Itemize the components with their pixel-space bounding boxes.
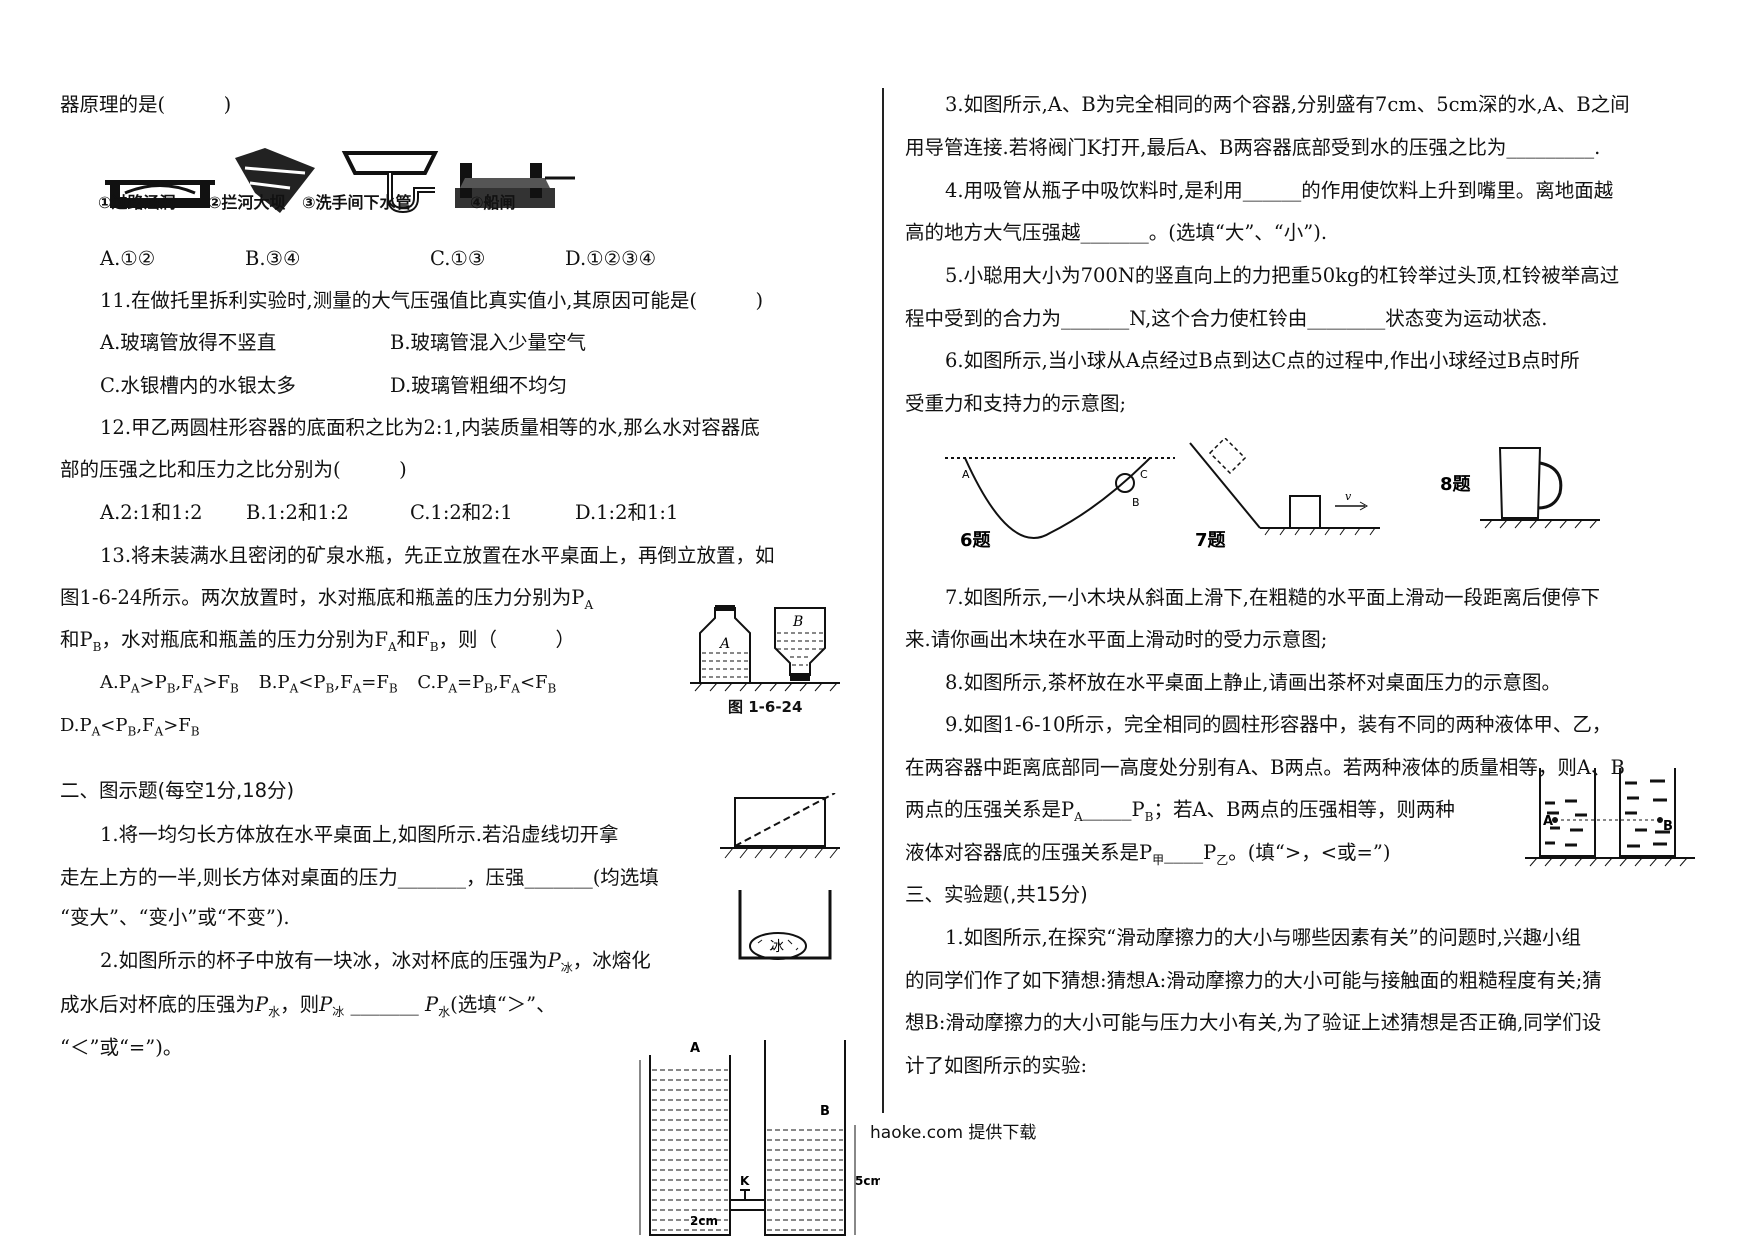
fig7-label: 7题 [1195,530,1227,551]
q10-option-b: B.③④ [245,247,301,270]
s3-line-1: 1.如图所示,在探究“滑动摩擦力的大小与哪些因素有关”的问题时,兴趣小组 [945,926,1581,949]
q10-tail: 器原理的是( ) [60,93,232,116]
q13-options: A.PA>PB,FA>FB B.PA<PB,FA=FB C.PA=PB,FA<F… [100,672,557,696]
q4-line-2: 高的地方大气压强越_______。(选填“大”、“小”). [905,221,1328,244]
fig6-point-c: C [1140,468,1148,481]
fig6-point-a: A [962,468,970,481]
q11-stem: 11.在做托里拆利实验时,测量的大气压强值比真实值小,其原因可能是( ) [100,289,764,312]
height-label-5cm: 5cm [855,1174,880,1188]
dam-picture [235,148,315,213]
q13-option-d: D.PA<PB,FA>FB [60,715,200,739]
fig6-label: 6题 [960,530,992,551]
q12-option-c: C.1:2和2:1 [410,501,513,524]
q11-option-d: D.玻璃管粗细不均匀 [390,374,568,397]
q11-option-c: C.水银槽内的水银太多 [100,374,296,397]
q7-line-2: 来.请你画出木块在水平面上滑动时的受力示意图; [905,628,1328,651]
q10-option-d: D.①②③④ [565,247,657,270]
bottles-figure: A B [690,605,840,692]
liquid-containers-figure: A B [1525,768,1695,867]
ice-cup-figure: 冰 [738,890,832,960]
bottle-label-b: B [792,614,803,630]
bottle-label-a: A [718,636,730,652]
figure-7-slope: v 7题 [1189,438,1380,551]
fig6-point-b: B [1132,496,1140,509]
s2-q2-line-3: “＜”或“=”)。 [60,1036,183,1059]
q12-option-b: B.1:2和1:2 [246,501,349,524]
s3-line-3: 想B:滑动摩擦力的大小可能与压力大小有关,为了验证上述猜想是否正确,同学们设 [905,1011,1602,1034]
q6-line-2: 受重力和支持力的示意图; [905,392,1127,415]
fig7-velocity: v [1345,490,1352,503]
q9-line-2: 在两容器中距离底部同一高度处分别有A、B两点。若两种液体的质量相等，则A、B [905,756,1625,779]
q9-line-4: 液体对容器底的压强关系是P甲____P乙。(填“>，<或=”) [905,841,1391,867]
s2-q2-line-2: 成水后对杯底的压强为P水，则P冰 _______ P水(选填“＞”、 [60,993,556,1019]
q9-line-3: 两点的压强关系是PA_____PB；若A、B两点的压强相等，则两种 [905,798,1455,824]
footer-credit: haoke.com 提供下载 [870,1123,1037,1143]
q10-caption-3: ③洗手间下水管 [302,193,412,212]
q9-line-1: 9.如图1-6-10所示，完全相同的圆柱形容器中，装有不同的两种液体甲、乙， [945,713,1612,736]
q12-line-2: 部的压强之比和压力之比分别为( ) [60,458,407,481]
column-divider [882,88,884,1113]
q10-option-a: A.①② [100,247,156,270]
q13-line-2: 图1-6-24所示。两次放置时，水对瓶底和瓶盖的压力分别为PA [60,586,594,612]
figures-6-7-8: A B C 6题 v 7题 8题 [945,438,1600,551]
q11-option-b: B.玻璃管混入少量空气 [390,331,587,354]
s2-q1-line-2: 走左上方的一半,则长方体对桌面的压力_______，压强_______(均选填 [60,866,659,889]
s2-q2-line-1: 2.如图所示的杯子中放有一块冰，冰对杯底的压强为P冰，冰熔化 [100,949,651,975]
q10-figures [105,148,575,214]
q13-line-1: 13.将未装满水且密闭的矿泉水瓶，先正立放置在水平桌面上，再倒立放置，如 [100,544,775,567]
q12-line-1: 12.甲乙两圆柱形容器的底面积之比为2:1,内装质量相等的水,那么水对容器底 [100,416,760,439]
section-2-title: 二、图示题(每空1分,18分) [60,779,295,802]
container-label-b: B [820,1104,830,1119]
figure-6-track: A B C 6题 [945,457,1175,551]
q5-line-1: 5.小聪用大小为700N的竖直向上的力把重50kg的杠铃举过头顶,杠铃被举高过 [945,264,1620,287]
container-label-a: A [690,1041,700,1056]
sink-pipe-picture [341,151,439,214]
culvert-picture [105,180,215,208]
s2-q1-line-1: 1.将一均匀长方体放在水平桌面上,如图所示.若沿虚线切开拿 [100,823,619,846]
cuboid-figure [720,793,840,859]
bottles-figure-caption: 图 1-6-24 [728,698,803,716]
ship-lock-picture [455,163,575,208]
s3-line-2: 的同学们作了如下猜想:猜想A:滑动摩擦力的大小可能与接触面的粗糙程度有关;猜 [905,969,1602,992]
q6-line-1: 6.如图所示,当小球从A点经过B点到达C点的过程中,作出小球经过B点时所 [945,349,1580,372]
q10-caption-4: ④船闸 [470,193,516,212]
figure-8-cup: 8题 [1440,447,1600,529]
q13-line-3: 和PB，水对瓶底和瓶盖的压力分别为FA和FB，则（ ） [60,628,576,654]
q4-line-1: 4.用吸管从瓶子中吸饮料时,是利用______的作用使饮料上升到嘴里。离地面越 [945,179,1614,202]
q12-option-d: D.1:2和1:1 [575,501,679,524]
q5-line-2: 程中受到的合力为_______N,这个合力使杠铃由________状态变为运动状… [905,307,1548,330]
ice-label: 冰 [770,939,784,955]
connected-containers-figure: A K B 7cm 5cm 2cm [639,1040,880,1236]
q11-option-a: A.玻璃管放得不竖直 [100,331,277,354]
s3-line-4: 计了如图所示的实验: [905,1054,1088,1077]
s2-q1-line-3: “变大”、“变小”或“不变”). [60,906,290,929]
height-label-2cm: 2cm [690,1214,718,1228]
q3-line-2: 用导管连接.若将阀门K打开,最后A、B两容器底部受到水的压强之比为_______… [905,136,1601,159]
q8-stem: 8.如图所示,茶杯放在水平桌面上静止,请画出茶杯对桌面压力的示意图。 [945,671,1562,694]
q10-option-c: C.①③ [430,247,486,270]
valve-label-k: K [740,1174,750,1188]
point-a-label: A [1543,814,1553,829]
q7-line-1: 7.如图所示,一小木块从斜面上滑下,在粗糙的水平面上滑动一段距离后便停下 [945,586,1601,609]
section-3-title: 三、实验题(,共15分) [905,883,1088,906]
q3-line-1: 3.如图所示,A、B为完全相同的两个容器,分别盛有7cm、5cm深的水,A、B之… [945,93,1630,116]
point-b-label: B [1663,819,1673,834]
fig8-label: 8题 [1440,474,1472,495]
q10-caption-1: ①过路涵洞 [98,193,176,212]
q10-caption-2: ②拦河大坝 [208,193,286,212]
q12-option-a: A.2:1和1:2 [100,501,203,524]
